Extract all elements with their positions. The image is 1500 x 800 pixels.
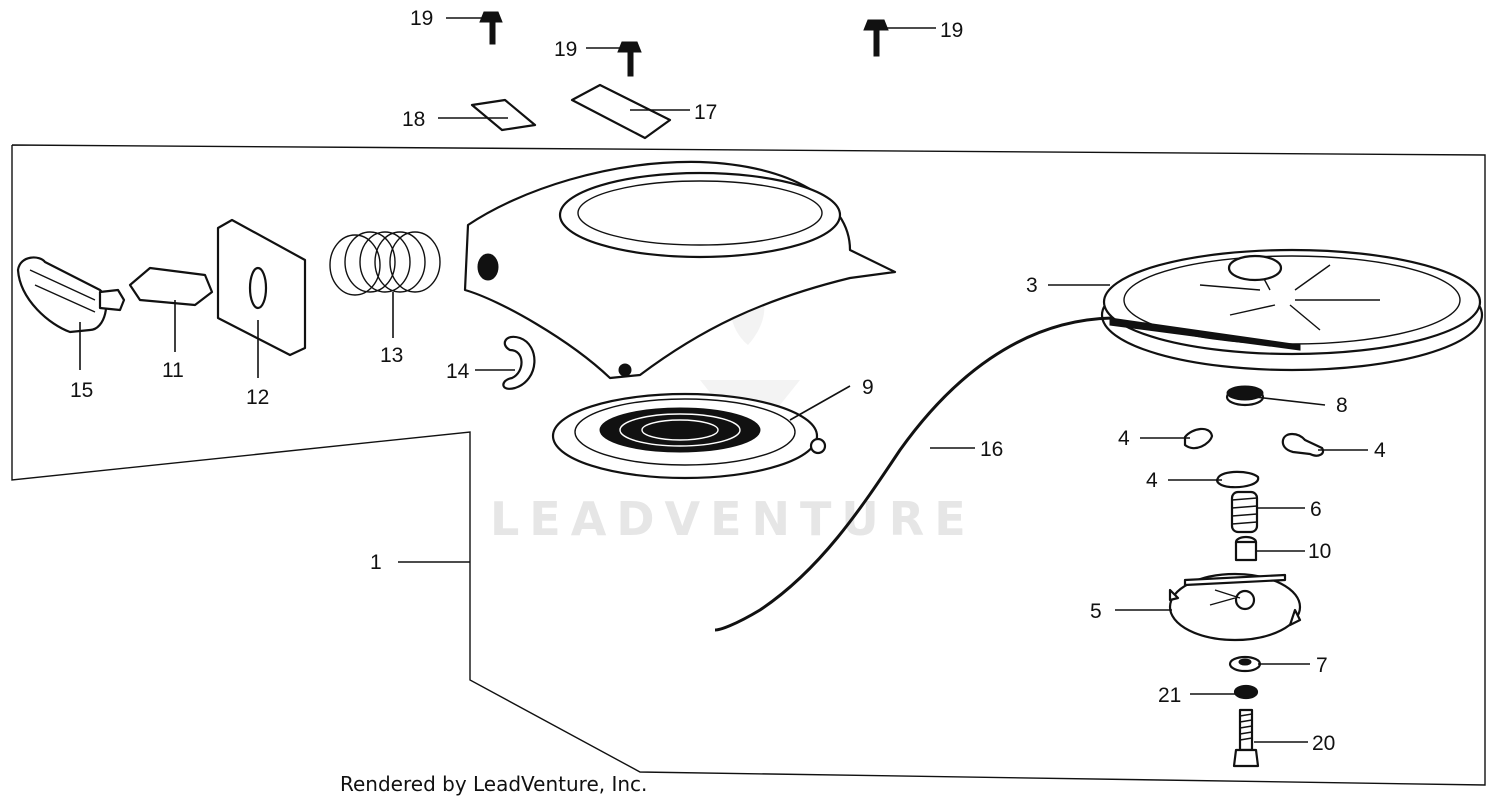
- callout-15: 15: [70, 379, 93, 402]
- callout-11: 11: [162, 359, 184, 382]
- ratchet-4-left: [1183, 427, 1214, 450]
- leader-8: [1254, 396, 1326, 406]
- callout-1: 1: [370, 551, 382, 574]
- callout-8: 8: [1336, 394, 1348, 417]
- gasket-plate-12: [216, 218, 307, 357]
- starter-grip-15: [16, 256, 126, 334]
- assembly-outline: [11, 144, 1486, 786]
- callout-9: 9: [862, 376, 874, 399]
- callout-21: 21: [1158, 684, 1181, 707]
- bolt-20: [1232, 708, 1260, 768]
- callout-13: 13: [380, 344, 403, 367]
- label-plate-18: [470, 98, 537, 132]
- callout-12: 12: [246, 386, 269, 409]
- leader-9: [789, 385, 851, 421]
- callout-4-right: 4: [1374, 439, 1386, 462]
- watermark-text: LEADVENTURE: [490, 492, 976, 546]
- callout-16: 16: [980, 438, 1003, 461]
- callout-6: 6: [1310, 498, 1322, 521]
- callout-10: 10: [1308, 540, 1331, 563]
- collar-10: [1234, 535, 1258, 562]
- bolt-19-right: [863, 19, 889, 57]
- spring-6: [1230, 490, 1259, 534]
- recoil-pulley-3: [1100, 248, 1484, 372]
- lock-washer-21: [1233, 684, 1259, 700]
- callout-4-left: 4: [1118, 427, 1130, 450]
- spring-13: [329, 231, 441, 296]
- recoil-spring-9: [551, 392, 827, 480]
- e-clip-14: [502, 335, 536, 390]
- callout-5: 5: [1090, 600, 1102, 623]
- callout-19-left: 19: [410, 7, 433, 30]
- callout-18: 18: [402, 108, 425, 131]
- label-plate-17: [570, 83, 672, 140]
- starter-rope-16: [714, 316, 1113, 632]
- rope-guide-11: [128, 266, 214, 307]
- callout-4-center: 4: [1146, 469, 1158, 492]
- ratchet-4-right: [1281, 432, 1325, 457]
- callout-20: 20: [1312, 732, 1335, 755]
- callout-7: 7: [1316, 654, 1328, 677]
- callout-17: 17: [694, 101, 717, 124]
- callout-19-right: 19: [940, 19, 963, 42]
- bolt-19-left: [479, 11, 503, 45]
- ratchet-4-center: [1216, 470, 1260, 489]
- callout-19-middle: 19: [554, 38, 577, 61]
- recoil-housing: [463, 160, 897, 380]
- callout-3: 3: [1026, 274, 1038, 297]
- footer-credit: Rendered by LeadVenture, Inc.: [340, 772, 647, 796]
- friction-spring-8: [1225, 385, 1265, 407]
- washer-7: [1228, 655, 1262, 673]
- callout-14: 14: [446, 360, 470, 383]
- bolt-19-middle: [617, 41, 642, 77]
- ratchet-guide-5: [1168, 572, 1302, 642]
